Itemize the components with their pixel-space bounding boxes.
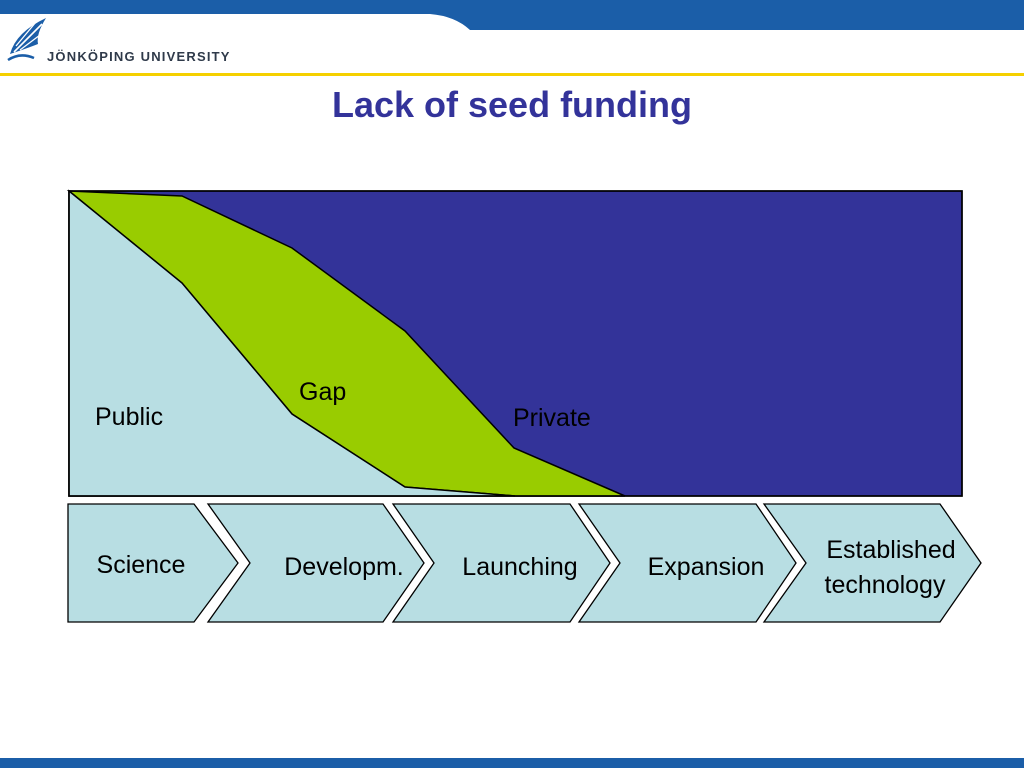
footer-bar [0,756,1024,768]
stage-chevron-science [67,503,239,623]
diagram-frame [68,190,963,497]
stage-label-established-line2: technology [825,571,946,599]
top-blue-band [0,0,1024,30]
gap-label: Gap [299,378,346,406]
stage-label-established-line1: Established [826,536,955,564]
stage-label-launching: Launching [462,553,577,581]
stage-chevrons [67,503,982,623]
header-bar [0,0,1024,76]
university-logo-icon [7,18,46,62]
accent-line [0,73,1024,76]
stage-chevron-launching [391,503,611,623]
private-label: Private [513,404,591,432]
stage-chevron-development [206,503,425,623]
stage-label-expansion: Expansion [648,553,765,581]
public-label: Public [95,403,163,431]
stage-label-development: Developm. [284,553,404,581]
university-name: JÖNKÖPING UNIVERSITY [47,49,231,64]
stage-chevron-expansion [577,503,797,623]
stage-chevron-established [762,503,982,623]
stage-label-science: Science [97,551,186,579]
slide-title: Lack of seed funding [331,84,693,125]
